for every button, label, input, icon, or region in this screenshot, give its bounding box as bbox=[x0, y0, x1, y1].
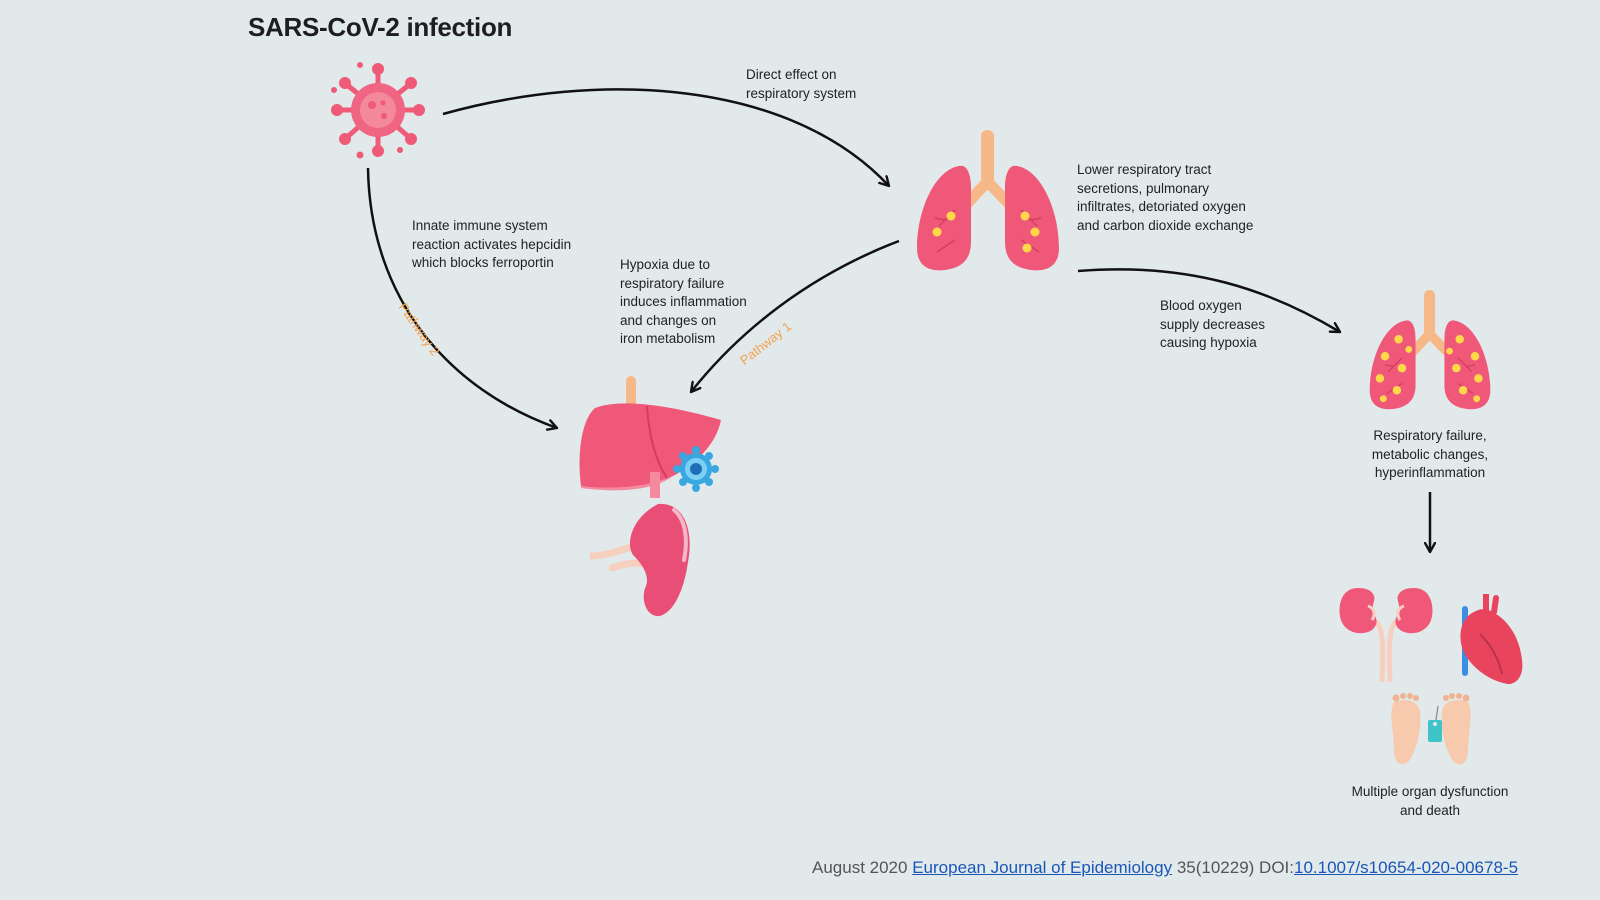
journal-link[interactable]: European Journal of Epidemiology bbox=[912, 858, 1173, 877]
feet-toe-tag-icon bbox=[1391, 693, 1471, 765]
label-hypoxia-respiratory: Hypoxia due to respiratory failure induc… bbox=[620, 257, 747, 346]
label-direct-effect: Direct effect on respiratory system bbox=[746, 67, 857, 101]
arrow-virus-to-lungs bbox=[442, 88, 889, 186]
virus-icon bbox=[331, 62, 425, 159]
citation-middle: 35(10229) DOI: bbox=[1172, 858, 1294, 877]
label-respiratory-failure: Respiratory failure, metabolic changes, … bbox=[1371, 428, 1489, 480]
label-lower-respiratory: Lower respiratory tract secretions, pulm… bbox=[1077, 162, 1254, 233]
doi-link[interactable]: 10.1007/s10654-020-00678-5 bbox=[1294, 858, 1519, 877]
arrow-lungs-to-liver bbox=[691, 239, 900, 392]
iron-cell-icon bbox=[673, 446, 719, 492]
lungs-damaged-icon bbox=[1369, 290, 1491, 410]
citation-prefix: August 2020 bbox=[812, 858, 913, 877]
spleen-icon bbox=[590, 503, 690, 617]
label-blood-oxygen: Blood oxygen supply decreases causing hy… bbox=[1160, 298, 1266, 350]
diagram-title: SARS-CoV-2 infection bbox=[248, 12, 513, 42]
label-multiple-organ: Multiple organ dysfunction and death bbox=[1351, 784, 1509, 818]
arrow-virus-to-liver bbox=[366, 167, 557, 428]
heart-icon bbox=[1460, 594, 1523, 684]
lungs-icon bbox=[917, 130, 1059, 271]
kidneys-icon bbox=[1339, 588, 1433, 682]
arrow-lungs-to-damaged-lungs bbox=[1077, 268, 1340, 332]
label-innate-immune: Innate immune system reaction activates … bbox=[412, 218, 572, 270]
citation: August 2020 European Journal of Epidemio… bbox=[812, 858, 1518, 878]
